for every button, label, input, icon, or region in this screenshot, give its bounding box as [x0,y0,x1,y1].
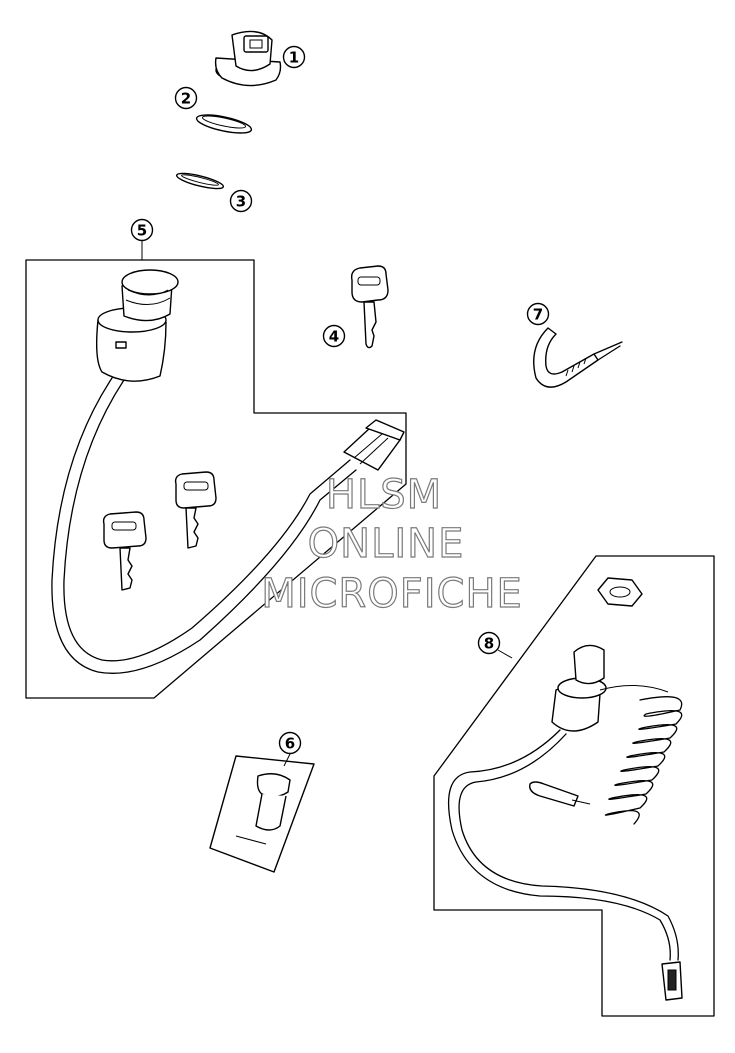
coil-spring [599,684,683,825]
part-1-ignition-cap[interactable] [214,30,282,87]
watermark-line-1: HLSM [326,472,442,518]
callout-5-label: 5 [137,222,147,240]
part-3-o-ring[interactable] [175,170,225,191]
callout-7: 7 [526,302,550,326]
part-4-key[interactable] [350,265,389,349]
callout-1: 1 [282,45,306,69]
part-7-cable-tie[interactable] [533,327,623,388]
callout-2-label: 2 [181,90,191,108]
callout-5: 5 [130,218,154,260]
part-5-group-frame [25,259,407,699]
callout-6: 6 [278,731,302,767]
callout-6-label: 6 [285,735,295,753]
callout-7-label: 7 [533,306,543,324]
part-8-group-frame [433,555,715,1017]
callout-3-label: 3 [236,193,246,211]
callout-4-label: 4 [329,328,339,346]
callout-8: 8 [477,631,513,659]
callout-1-label: 1 [289,49,299,67]
part-6-key-cylinder-card[interactable] [209,755,315,873]
watermark-line-2: ONLINE [308,521,465,567]
callout-2: 2 [174,86,198,110]
callout-8-label: 8 [484,635,494,653]
watermark-line-3: MICROFICHE [261,571,523,617]
part-8-kill-switch-lanyard[interactable] [448,577,683,1001]
part-2-washer[interactable] [195,111,253,136]
part-5-ignition-switch-harness[interactable] [51,269,405,674]
callout-3: 3 [229,189,253,213]
callout-4: 4 [322,324,346,348]
watermark: HLSM ONLINE MICROFICHE [261,471,523,617]
